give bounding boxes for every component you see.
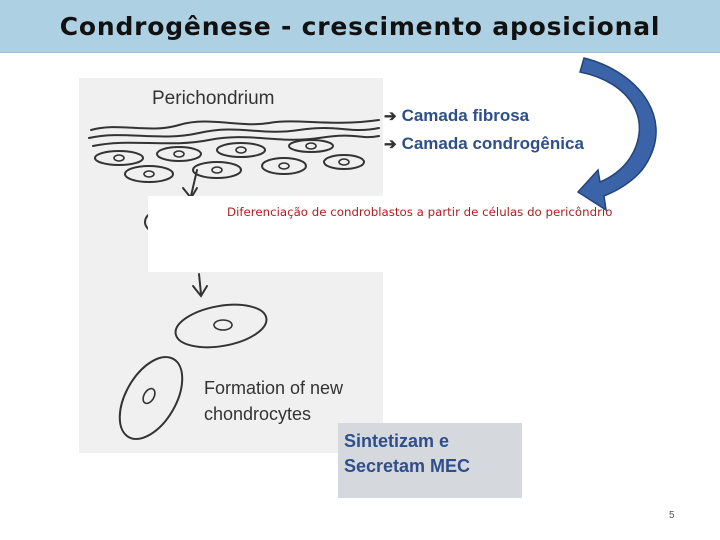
fibroblast-cell <box>288 139 334 153</box>
curved-arrow-icon <box>576 57 657 212</box>
down-arrow-head <box>192 285 208 298</box>
differentiation-caption: Diferenciação de condroblastos a partir … <box>227 205 613 219</box>
secretion-line2: Secretam MEC <box>344 456 471 476</box>
fibroblast-cell <box>94 150 144 166</box>
perichondrium-drawing <box>88 119 380 440</box>
white-mask <box>148 196 383 272</box>
slide-title: Condrogênese - crescimento aposicional <box>59 11 661 41</box>
chondrogenic-cell <box>192 161 242 179</box>
chondrocyte-cell <box>174 303 268 349</box>
layer-label-text: Camada fibrosa <box>401 106 530 125</box>
fibroblast-cell <box>156 146 202 162</box>
fiber-line <box>90 119 380 131</box>
arrow-right-icon: ➔ <box>384 108 397 125</box>
fiber-line <box>92 134 380 147</box>
fibroblast-cell <box>216 142 266 158</box>
layer-label-fibrosa: ➔ Camada fibrosa <box>384 106 529 126</box>
arrow-right-icon: ➔ <box>384 136 397 153</box>
chondrocyte-cell <box>118 356 184 440</box>
layer-label-text: Camada condrogênica <box>401 134 584 153</box>
secretion-line1: Sintetizam e <box>344 431 450 451</box>
formation-label-line2: chondrocytes <box>204 404 312 424</box>
fiber-line <box>88 127 380 139</box>
down-arrow <box>190 169 198 197</box>
formation-label-line1: Formation of new <box>204 378 344 398</box>
down-arrow <box>198 273 202 295</box>
chondrogenic-cell <box>323 154 365 170</box>
secretion-box: Sintetizam e Secretam MEC <box>338 423 522 498</box>
perichondrium-label: Perichondrium <box>152 88 275 109</box>
title-bar: Condrogênese - crescimento aposicional <box>0 0 720 53</box>
chondrogenic-cell <box>261 157 307 175</box>
chondrogenic-cell <box>124 165 174 183</box>
page-number: 5 <box>669 510 675 521</box>
layer-label-condrogenica: ➔ Camada condrogênica <box>384 134 584 154</box>
